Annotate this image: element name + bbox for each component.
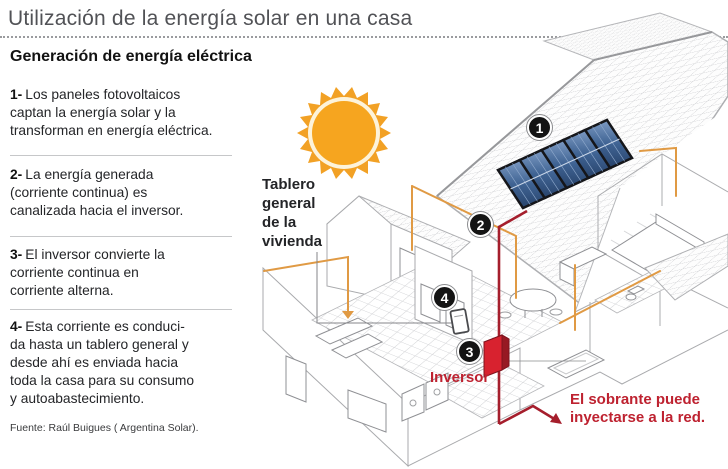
step-divider <box>10 236 232 237</box>
step-3-text: El inversor convierte la corriente conti… <box>10 247 165 298</box>
dotted-divider <box>0 36 728 38</box>
step-1-number: 1- <box>10 87 23 102</box>
step-4-text: Esta corriente es conduci- da hasta un t… <box>10 319 195 406</box>
step-4: 4-Esta corriente es conduci- da hasta un… <box>10 318 248 408</box>
hall-floor <box>435 361 545 419</box>
step-3: 3-El inversor convierte la corriente con… <box>10 246 248 300</box>
step-1: 1-Los paneles fotovoltaicos captan la en… <box>10 86 248 140</box>
leader-line <box>316 252 452 324</box>
step-4-number: 4- <box>10 319 23 334</box>
roof-ridge <box>593 31 713 61</box>
badge-3: 3 <box>457 339 482 364</box>
inverter-box <box>483 334 510 378</box>
roof-eave <box>436 59 595 197</box>
step-2-number: 2- <box>10 167 23 182</box>
step-2-text: La energía generada (corriente continua)… <box>10 167 184 218</box>
badge-2: 2 <box>468 212 493 237</box>
inversor-label: Inversor <box>430 369 490 386</box>
window <box>347 389 387 433</box>
ac-wiring <box>263 146 677 331</box>
step-divider <box>10 155 232 156</box>
badge-1: 1 <box>527 115 552 140</box>
step-divider <box>10 309 232 310</box>
step-2: 2-La energía generada (corriente continu… <box>10 166 248 220</box>
surplus-label: El sobrante puede inyectarse a la red. <box>570 391 706 426</box>
surplus-arrow <box>498 404 557 426</box>
round-table <box>509 288 557 312</box>
badge-4: 4 <box>432 285 457 310</box>
page-title: Utilización de la energía solar en una c… <box>8 7 413 30</box>
door <box>285 355 307 403</box>
porch-mat <box>546 349 606 379</box>
tablero-box <box>449 308 470 335</box>
step-3-number: 3- <box>10 247 23 262</box>
toilet <box>626 285 646 295</box>
section-heading: Generación de energía eléctrica <box>10 48 252 65</box>
sun-icon <box>297 87 391 179</box>
source-note: Fuente: Raúl Buigues ( Argentina Solar). <box>10 422 199 434</box>
tablero-label: Tablero general de la vivienda <box>262 176 323 250</box>
lamp-icon <box>342 311 354 319</box>
roof-right-lower <box>644 233 728 301</box>
washer <box>401 383 425 422</box>
step-1-text: Los paneles fotovoltaicos captan la ener… <box>10 87 213 138</box>
solar-panel <box>496 118 634 210</box>
kitchen-counter <box>314 317 374 345</box>
